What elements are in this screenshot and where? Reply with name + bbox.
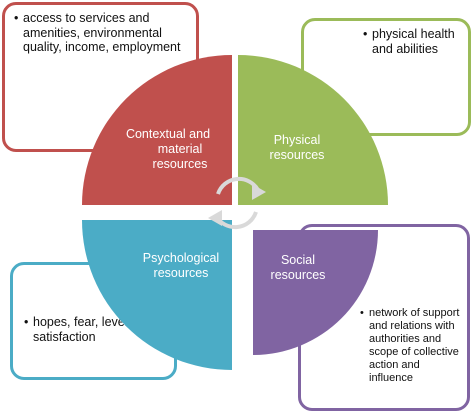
label-social-line1: Social [281,253,315,267]
quadrant-physical [238,55,388,205]
label-contextual-line1: Contextual and [126,127,210,141]
label-contextual-line3: resources [153,157,208,171]
label-social-line2: resources [271,268,326,282]
label-contextual-line2: material [158,142,202,156]
label-physical-line2: resources [270,148,325,162]
cycle-arrowhead-icon [252,184,266,200]
quadrant-contextual [82,55,232,205]
callout-contextual-bullet: access to services and amenities, enviro… [14,11,188,55]
label-psychological-line1: Psychological [143,251,219,265]
label-physical-line1: Physical [274,133,321,147]
label-psychological-line2: resources [154,266,209,280]
quadrant-social [253,230,378,355]
callout-social-bullet: network of support and relations with au… [360,307,461,385]
cycle-arrowhead-icon [208,210,222,226]
callout-physical-bullet: physical health and abilities [363,27,460,56]
quadrant-psychological [82,220,232,370]
